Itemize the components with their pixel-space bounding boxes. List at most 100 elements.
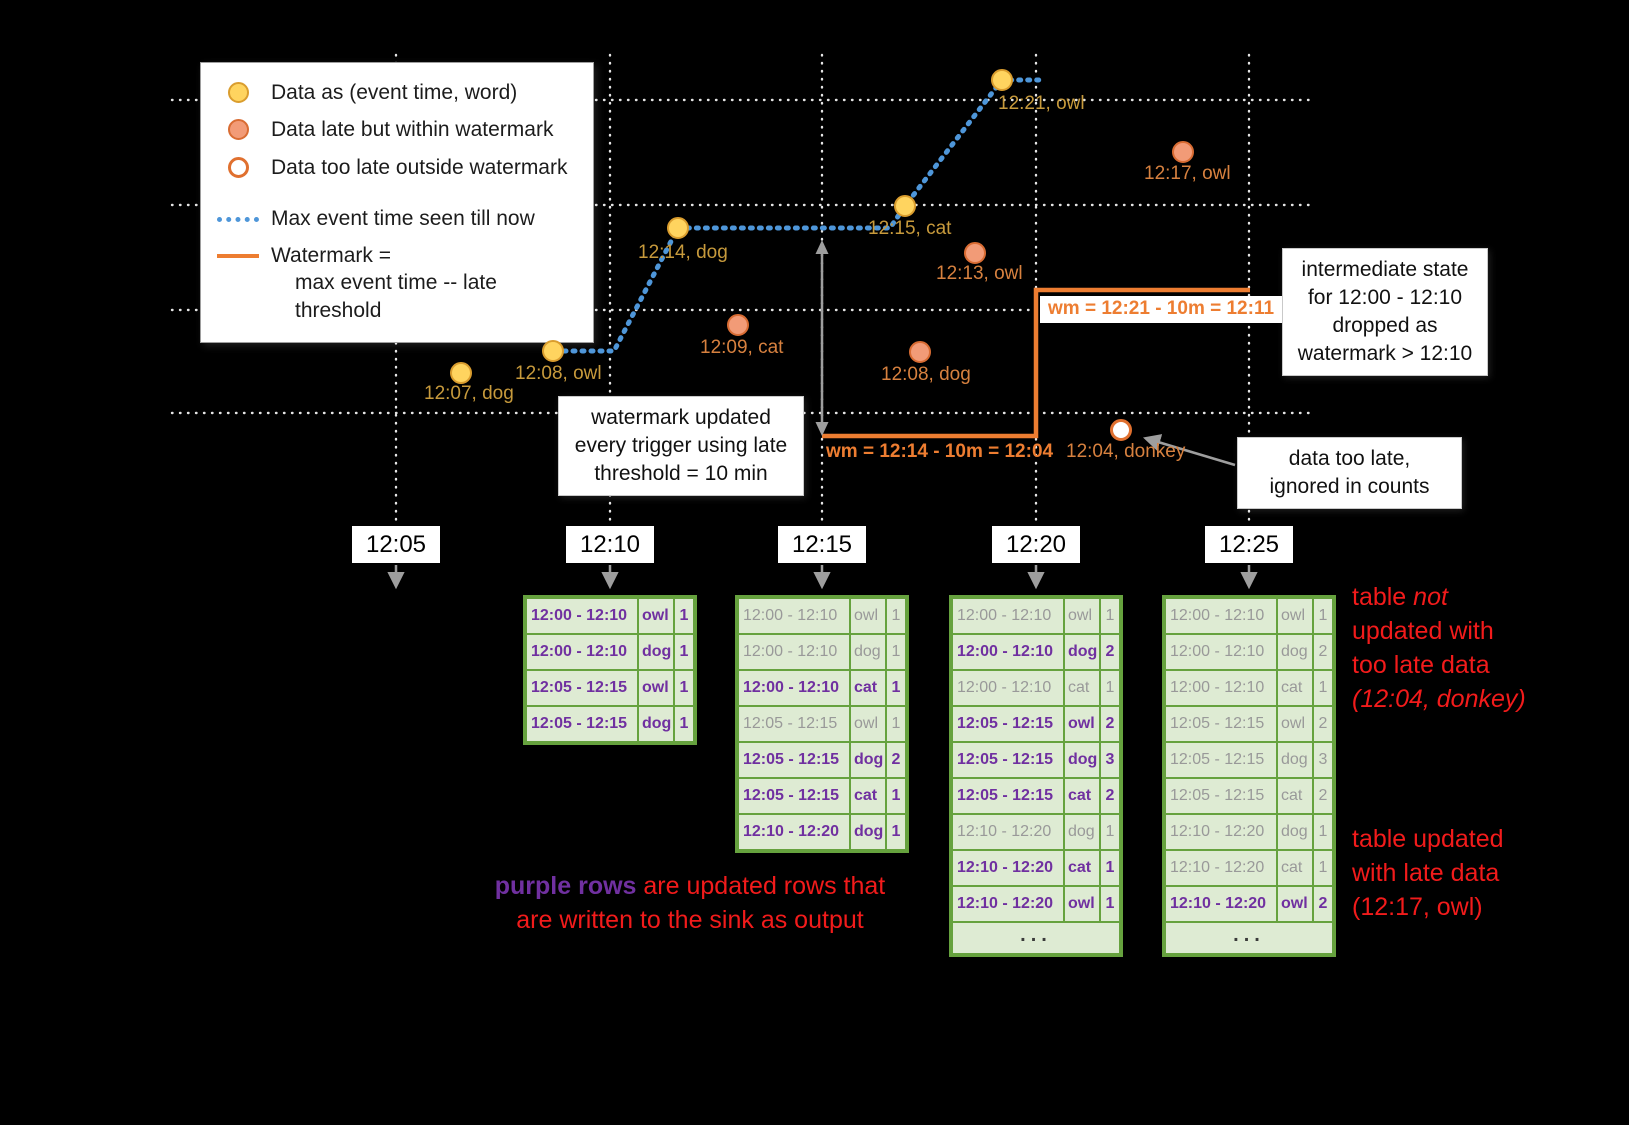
window-cell: 12:10 - 12:20 — [739, 815, 849, 849]
word-cell: cat — [1278, 671, 1312, 705]
data-point-label: 12:13, owl — [936, 263, 1023, 284]
data-point-label: 12:08, owl — [515, 363, 602, 384]
callout-line: for 12:00 - 12:10 — [1307, 285, 1463, 309]
window-cell: 12:05 - 12:15 — [1166, 707, 1276, 741]
callout-line: every trigger using late — [574, 433, 788, 457]
callout-line: watermark > 12:10 — [1297, 341, 1473, 365]
count-cell: 1 — [887, 599, 905, 633]
window-cell: 12:00 - 12:10 — [527, 599, 637, 633]
word-cell: cat — [851, 671, 885, 705]
window-cell: 12:00 - 12:10 — [1166, 635, 1276, 669]
count-cell: 1 — [1101, 671, 1119, 705]
legend-label: Data as (event time, word) — [271, 81, 518, 104]
data-point-ontime — [894, 195, 916, 217]
word-cell: owl — [1278, 887, 1312, 921]
window-cell: 12:00 - 12:10 — [739, 635, 849, 669]
window-cell: 12:10 - 12:20 — [953, 887, 1063, 921]
note-line: are written to the sink as output — [516, 906, 864, 934]
data-point-label: 12:15, cat — [868, 218, 952, 239]
word-cell: dog — [1065, 635, 1099, 669]
window-cell: 12:05 - 12:15 — [1166, 779, 1276, 813]
count-cell: 1 — [887, 779, 905, 813]
legend-swatch — [215, 242, 261, 259]
data-point-label: 12:04, donkey — [1066, 441, 1186, 462]
maxline-swatch-icon — [217, 216, 259, 222]
legend-label: Watermark =max event time -- late thresh… — [271, 242, 577, 324]
trigger-time-12-10: 12:10 — [566, 526, 654, 563]
window-cell: 12:00 - 12:10 — [953, 635, 1063, 669]
word-cell: cat — [1065, 779, 1099, 813]
data-point-label: 12:07, dog — [424, 383, 514, 404]
word-cell: dog — [1278, 743, 1312, 777]
data-point-label: 12:21, owl — [998, 93, 1085, 114]
word-cell: owl — [1065, 707, 1099, 741]
legend-item: Max event time seen till now — [215, 205, 577, 232]
legend-swatch — [215, 154, 261, 178]
legend-item: Data as (event time, word) — [215, 79, 577, 106]
window-cell: 12:00 - 12:10 — [1166, 671, 1276, 705]
window-cell: 12:05 - 12:15 — [739, 743, 849, 777]
word-cell: owl — [851, 599, 885, 633]
data-point-late — [1172, 141, 1194, 163]
data-point-ontime — [542, 340, 564, 362]
word-cell: owl — [1278, 599, 1312, 633]
word-cell: dog — [639, 635, 673, 669]
count-cell: 1 — [1101, 815, 1119, 849]
data-point-late — [909, 341, 931, 363]
legend-swatch — [215, 79, 261, 103]
data-point-late — [964, 242, 986, 264]
count-cell: 1 — [675, 707, 693, 741]
data-point-toolate — [1110, 419, 1132, 441]
callout-line: watermark updated — [591, 406, 771, 429]
watermark-line — [822, 287, 1250, 439]
legend-label: Max event time seen till now — [271, 206, 535, 230]
count-cell: 3 — [1314, 743, 1332, 777]
note-line: table not — [1352, 583, 1448, 611]
watermark-value-2: wm = 12:21 - 10m = 12:11 — [1040, 296, 1283, 323]
window-cell: 12:10 - 12:20 — [953, 815, 1063, 849]
word-cell: owl — [851, 707, 885, 741]
window-cell: 12:00 - 12:10 — [953, 599, 1063, 633]
callout-intermediate-state: intermediate state for 12:00 - 12:10 dro… — [1282, 248, 1488, 376]
legend-swatch — [215, 205, 261, 222]
window-cell: 12:05 - 12:15 — [1166, 743, 1276, 777]
word-cell: dog — [1065, 815, 1099, 849]
window-cell: 12:10 - 12:20 — [1166, 815, 1276, 849]
data-point-label: 12:09, cat — [700, 337, 784, 358]
note-table-updated-late: table updated with late data (12:17, owl… — [1352, 822, 1504, 924]
legend-label-line2: max event time -- late threshold — [295, 271, 497, 322]
window-cell: 12:10 - 12:20 — [1166, 887, 1276, 921]
data-point-ontime — [667, 217, 689, 239]
note-table-not-updated: table not updated with too late data (12… — [1352, 580, 1526, 716]
word-cell: owl — [639, 671, 673, 705]
count-cell: 1 — [675, 599, 693, 633]
word-cell: owl — [639, 599, 673, 633]
word-cell: cat — [851, 779, 885, 813]
window-cell: 12:05 - 12:15 — [739, 707, 849, 741]
word-cell: dog — [851, 815, 885, 849]
legend-item: Data late but within watermark — [215, 116, 577, 143]
legend: Data as (event time, word) Data late but … — [200, 62, 594, 344]
wmline-swatch-icon — [217, 254, 259, 259]
double-arrow-heads — [815, 240, 829, 436]
window-cell: 12:05 - 12:15 — [953, 707, 1063, 741]
